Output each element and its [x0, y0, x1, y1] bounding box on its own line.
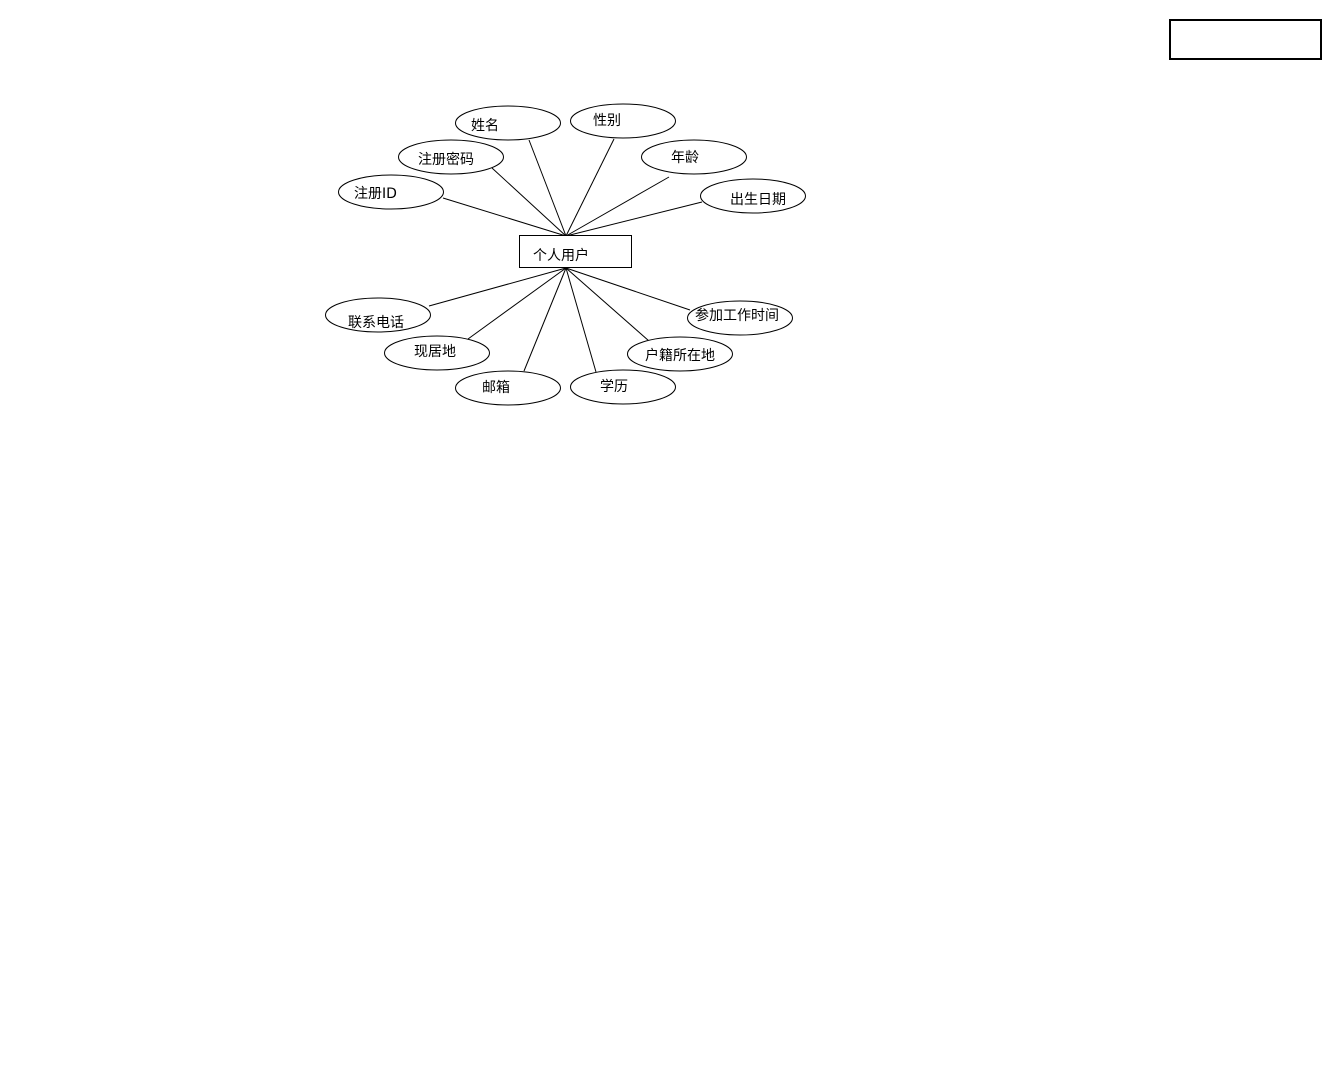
attr-education-label: 学历 — [600, 379, 628, 395]
attr-age-label: 年龄 — [671, 150, 699, 166]
attr-work-start — [687, 300, 793, 336]
attr-gender — [570, 103, 676, 139]
entity-personal-user — [519, 235, 632, 268]
connector-residence — [467, 267, 567, 340]
connector-birth-date — [565, 201, 703, 237]
attr-hukou — [627, 336, 733, 372]
entity-personal-user-label: 个人用户 — [533, 247, 589, 264]
attr-gender-label: 性别 — [593, 113, 621, 129]
connector-age — [565, 176, 670, 237]
attr-password-label: 注册密码 — [418, 151, 474, 168]
connector-name — [528, 139, 567, 237]
attr-register-id-label: 注册ID — [354, 186, 397, 202]
attr-name — [455, 105, 561, 141]
connector-gender — [565, 138, 615, 237]
attr-birth-date-label: 出生日期 — [730, 192, 786, 208]
attr-education — [570, 369, 676, 405]
attr-birth-date — [700, 178, 806, 214]
connector-register-id — [442, 197, 567, 237]
attr-age — [641, 139, 747, 175]
attr-register-id — [338, 174, 444, 210]
attr-email-label: 邮箱 — [482, 380, 510, 396]
connector-hukou — [565, 267, 650, 342]
attr-work-start-label: 参加工作时间 — [695, 307, 779, 324]
connector-phone — [428, 267, 567, 307]
blank-frame — [1169, 19, 1322, 60]
attr-hukou-label: 户籍所在地 — [645, 347, 715, 364]
attr-residence-label: 现居地 — [414, 344, 456, 360]
connector-password — [491, 167, 567, 237]
attr-residence — [384, 335, 490, 371]
connector-work-start — [565, 267, 691, 311]
attr-email — [455, 370, 561, 406]
connector-education — [565, 267, 597, 373]
connector-email — [523, 267, 567, 372]
attr-password — [398, 139, 504, 175]
attr-name-label: 姓名 — [471, 118, 499, 134]
attr-phone-label: 联系电话 — [348, 315, 404, 331]
attr-phone — [325, 297, 431, 333]
